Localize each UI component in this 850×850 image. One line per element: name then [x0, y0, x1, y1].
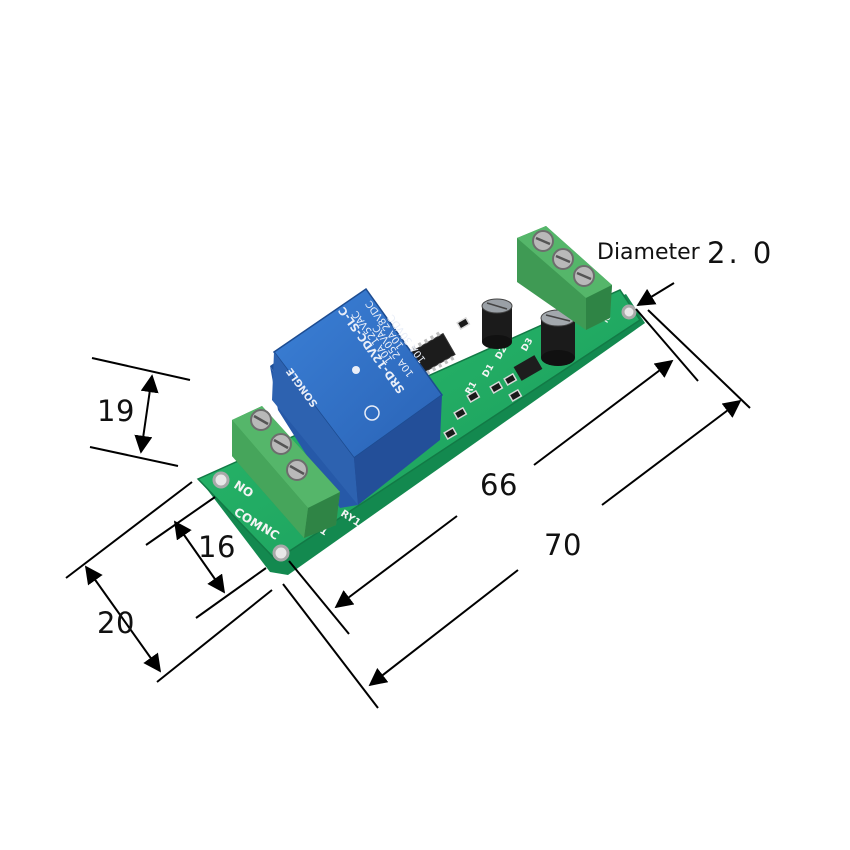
dim-70-extension-right	[647, 309, 751, 409]
terminal-spacing-dimension: 16	[198, 530, 236, 564]
dim-19-arrow	[134, 374, 159, 454]
dimension-lines	[65, 282, 751, 709]
input-terminal-block	[517, 226, 612, 330]
relay: SRD-12VDC-SL-C 10A 250VAC 10A 125VAC 10A…	[270, 287, 444, 508]
cqc-logo-icon	[364, 405, 380, 421]
mounting-hole	[212, 471, 230, 489]
dim-16-arrow	[173, 520, 226, 594]
dim-66-arrow-right	[533, 359, 674, 466]
dim-16-extension-bottom	[195, 567, 267, 619]
dim-70-extension-left	[282, 583, 379, 709]
mounting-hole	[621, 304, 637, 320]
dim-70-arrow-right	[601, 399, 742, 506]
dim-20-arrow	[84, 565, 162, 673]
height-dimension: 19	[97, 394, 135, 428]
dim-70-arrow-left	[368, 569, 519, 687]
dim-66-arrow-left	[334, 515, 458, 609]
dim-19-extension-bottom	[89, 446, 179, 467]
diameter-leader-arrow	[636, 282, 675, 306]
transistor	[513, 355, 543, 381]
output-terminal-block	[232, 406, 340, 538]
hole-spacing-dimension: 66	[480, 468, 518, 502]
relay-mark-icon	[352, 366, 360, 374]
dim-19-extension-top	[91, 357, 191, 381]
width-dimension: 20	[97, 606, 135, 640]
capacitor-1	[481, 298, 513, 349]
mounting-hole	[272, 544, 290, 562]
dim-66-extension-right	[635, 308, 699, 382]
dim-66-extension-left	[288, 560, 350, 635]
capacitor-2	[540, 309, 576, 366]
dim-20-extension-bottom	[156, 589, 273, 683]
diameter-label: Diameter	[597, 240, 700, 265]
dim-20-extension-top	[65, 481, 193, 579]
diameter-value: 2. 0	[707, 236, 775, 270]
length-dimension: 70	[544, 528, 582, 562]
